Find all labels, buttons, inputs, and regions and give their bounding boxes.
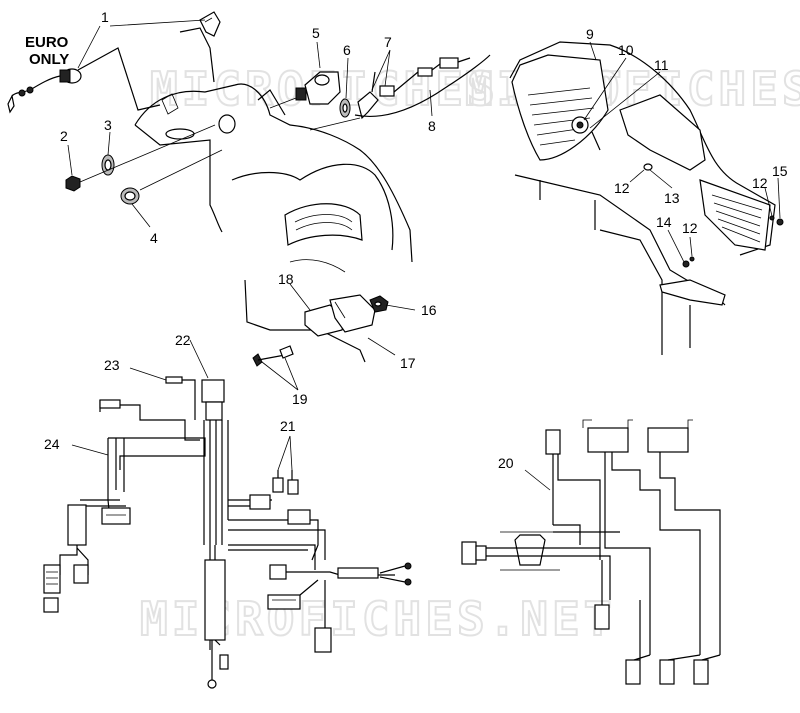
switch-and-nut — [269, 71, 351, 118]
callout-11: 11 — [654, 57, 669, 73]
callout-12-b: 12 — [752, 175, 768, 191]
leader-lines — [67, 19, 781, 491]
callout-22: 22 — [175, 332, 191, 348]
callout-14: 14 — [656, 214, 672, 230]
key-switch-part — [7, 11, 221, 114]
callout-5: 5 — [312, 25, 320, 41]
euro-only-line1: EURO — [25, 34, 69, 51]
callout-16: 16 — [421, 302, 437, 318]
callout-2: 2 — [60, 128, 68, 144]
callout-17: 17 — [400, 355, 416, 371]
callout-9: 9 — [586, 26, 594, 42]
nut-washer-grommet — [65, 124, 223, 205]
callout-labels: EURO ONLY 1 2 3 4 5 6 7 8 9 10 11 12 12 … — [25, 9, 788, 471]
callout-7: 7 — [384, 34, 392, 50]
connector-set — [309, 54, 491, 131]
rear-fender-assembly — [509, 41, 784, 355]
callout-15: 15 — [772, 163, 788, 179]
callout-6: 6 — [343, 42, 351, 58]
callout-12-c: 12 — [682, 220, 698, 236]
main-wiring-harness — [43, 376, 412, 689]
tail-wiring-harness — [461, 419, 721, 685]
callout-24: 24 — [44, 436, 60, 452]
callout-19: 19 — [292, 391, 308, 407]
callout-10: 10 — [618, 42, 634, 58]
callout-18: 18 — [278, 271, 294, 287]
callout-4: 4 — [150, 230, 158, 246]
callout-20: 20 — [498, 455, 514, 471]
callout-23: 23 — [104, 357, 120, 373]
callout-1: 1 — [101, 9, 109, 25]
euro-only-line2: ONLY — [29, 51, 69, 68]
bracket-assembly — [244, 279, 389, 367]
callout-3: 3 — [104, 117, 112, 133]
callout-13: 13 — [664, 190, 680, 206]
callout-21: 21 — [280, 418, 296, 434]
callout-12-a: 12 — [614, 180, 630, 196]
callout-8: 8 — [428, 118, 436, 134]
